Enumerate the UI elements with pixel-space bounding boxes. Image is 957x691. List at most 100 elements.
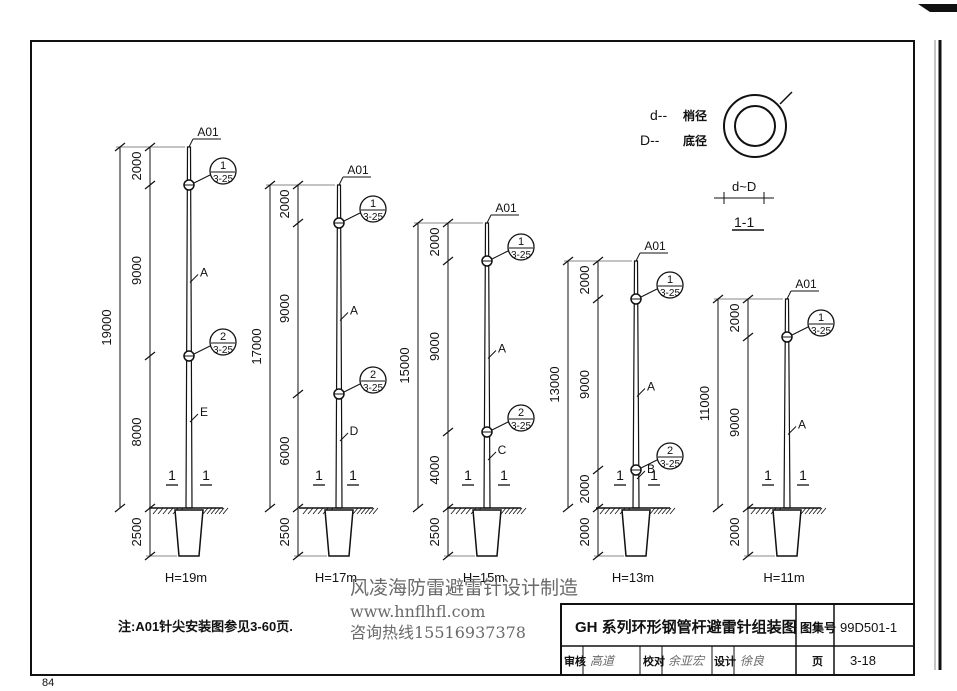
joint-ref-balloon <box>807 309 835 337</box>
ground-hatch <box>750 507 757 515</box>
dim-tick <box>742 294 754 304</box>
dim-tick <box>292 180 304 190</box>
joint-leader <box>343 383 361 393</box>
pole-shaft <box>783 298 791 509</box>
ground-hatch <box>202 507 209 515</box>
segment-dim: 2000 <box>427 228 442 257</box>
tip-label: A01 <box>347 163 369 177</box>
ground-hatch <box>760 507 767 515</box>
watermark-line2: www.hnflhfl.com <box>350 602 485 621</box>
dim-tick <box>144 142 156 152</box>
joint-ref-page: 3-25 <box>660 288 680 299</box>
page-code: 3-18 <box>850 653 876 668</box>
legend-d-text: 梢径 <box>683 108 707 123</box>
section-letter: C <box>498 443 507 457</box>
page-number: 84 <box>42 677 54 689</box>
segment-dim: 2000 <box>577 475 592 504</box>
joint-number: 1 <box>518 236 524 248</box>
dim-tick <box>292 389 304 399</box>
section-letter: D <box>350 424 359 438</box>
pole-height-label: H=15m <box>463 570 505 585</box>
joint-ref-page: 3-25 <box>363 212 383 223</box>
joint-number: 2 <box>220 331 226 343</box>
watermark-line3: 咨询热线15516937378 <box>350 623 526 642</box>
ground-hatch <box>599 507 606 515</box>
tip-leader <box>338 176 344 186</box>
section-cut-mark: 1 <box>464 467 472 483</box>
segment-dim: 2000 <box>277 190 292 219</box>
ground-hatch <box>812 507 819 515</box>
section-letter: E <box>200 405 208 419</box>
ground-hatch <box>368 507 375 515</box>
dim-tick <box>114 503 126 513</box>
ground-hatch <box>460 507 467 515</box>
dim-tick <box>442 218 454 228</box>
ground-hatch <box>512 507 519 515</box>
pole-height-label: H=13m <box>612 570 654 585</box>
joint-ref-balloon <box>507 404 535 432</box>
joint-number: 2 <box>518 407 524 419</box>
segment-dim: 9000 <box>577 370 592 399</box>
ground-hatch <box>222 507 229 515</box>
ground-hatch <box>665 507 672 515</box>
ground-hatch <box>816 507 823 515</box>
section-letter: A <box>350 304 358 318</box>
dim-tick <box>144 180 156 190</box>
segment-dim: 9000 <box>129 256 144 285</box>
segment-dim: 6000 <box>277 437 292 466</box>
section-cut-mark: 1 <box>315 467 323 483</box>
legend-D-text: 底径 <box>683 133 707 148</box>
ground-hatch <box>657 507 664 515</box>
joint-ref-page: 3-25 <box>811 326 831 337</box>
ground-hatch <box>755 507 762 515</box>
dim-tick <box>592 503 604 513</box>
pole-height-label: H=17m <box>315 570 357 585</box>
legend-dim-label: d~D <box>732 179 756 194</box>
section-leader <box>636 470 646 480</box>
total-height-dim: 19000 <box>99 309 114 345</box>
check-signature: 余亚宏 <box>668 654 706 668</box>
joint-leader <box>491 421 509 431</box>
joint-ref-balloon <box>359 195 387 223</box>
total-height-dim: 15000 <box>397 347 412 383</box>
foundation-depth-dim: 2500 <box>129 518 144 547</box>
foundation-depth-dim: 2000 <box>577 518 592 547</box>
total-height-dim: 17000 <box>249 328 264 364</box>
pole-shaft <box>335 184 343 509</box>
joint-ref-balloon <box>209 328 237 356</box>
dim-tick <box>144 503 156 513</box>
dim-tick <box>412 503 424 513</box>
ground-hatch <box>808 507 815 515</box>
segment-dim: 2000 <box>577 266 592 295</box>
foundation <box>472 509 502 557</box>
tip-label: A01 <box>495 201 517 215</box>
ground-hatch <box>302 507 309 515</box>
foundation <box>174 509 204 557</box>
ground-hatch <box>820 507 827 515</box>
segment-dim: 8000 <box>129 418 144 447</box>
ground-hatch <box>317 507 324 515</box>
foundation-depth-dim: 2500 <box>427 518 442 547</box>
joint-number: 2 <box>370 369 376 381</box>
ground-hatch <box>465 507 472 515</box>
joint-leader <box>343 212 361 222</box>
ground-hatch <box>455 507 462 515</box>
check-label: 校对 <box>643 654 665 668</box>
page-label: 页 <box>812 655 823 668</box>
title-block: GH 系列环形钢管杆避雷针组装图 图集号 99D501-1 审核 高道 校对 余… <box>560 603 915 676</box>
section-ring-inner <box>734 105 776 147</box>
section-leader <box>189 274 199 283</box>
ground-hatch <box>218 507 225 515</box>
ground-hatch <box>504 507 511 515</box>
tip-label: A01 <box>644 239 666 253</box>
section-letter: A <box>647 380 655 394</box>
section-leader <box>636 388 646 397</box>
section-cut-mark: 1 <box>168 467 176 483</box>
section-cut-mark: 1 <box>799 467 807 483</box>
section-letter: A <box>798 418 806 432</box>
tip-label: A01 <box>197 125 219 139</box>
dim-tick <box>292 503 304 513</box>
dim-tick <box>442 427 454 437</box>
ground-hatch <box>508 507 515 515</box>
design-label: 设计 <box>714 654 736 668</box>
